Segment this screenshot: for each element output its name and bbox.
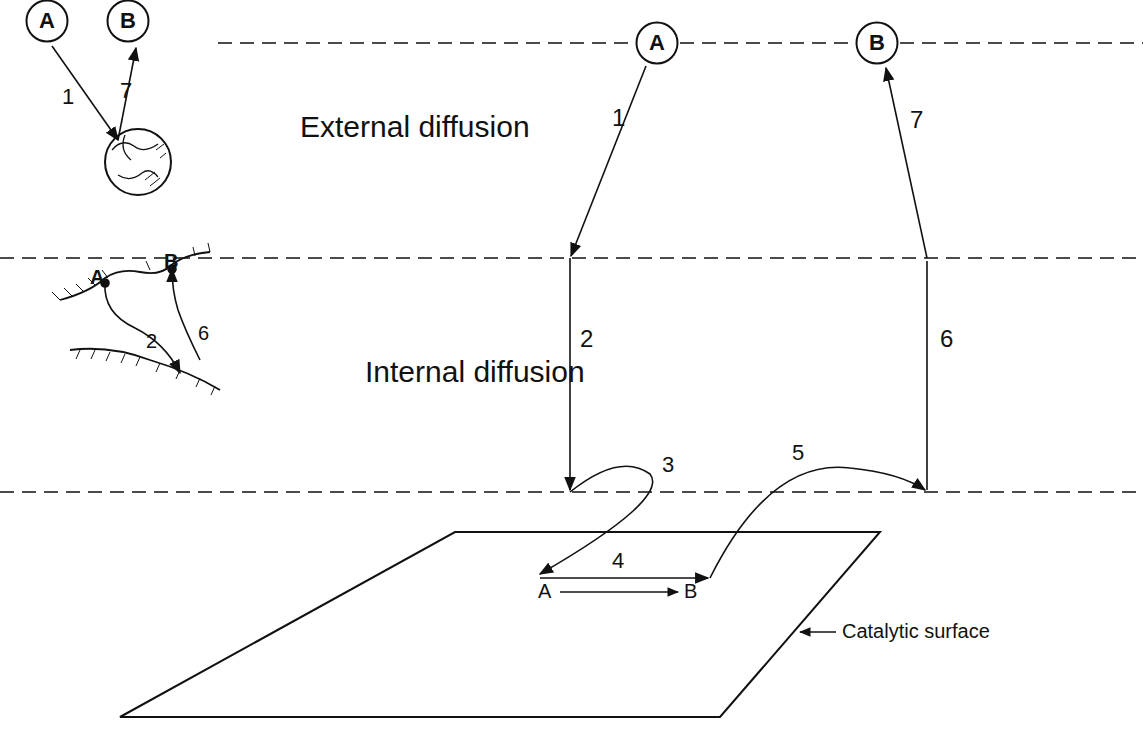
callout-number: 3 [662, 452, 674, 477]
callout-number: 1 [612, 104, 625, 132]
callout-number: 7 [910, 106, 923, 134]
region-label: External diffusion [300, 110, 530, 145]
callout-number: 2 [580, 325, 593, 353]
species-letter: A [538, 580, 551, 603]
species-letter: B [684, 580, 697, 603]
species-letter: A [90, 266, 104, 289]
species-letter: B [120, 8, 136, 34]
species-circle: B [106, 0, 150, 43]
species-circle: A [25, 0, 69, 43]
species-letter: B [869, 30, 885, 56]
callout-number: 2 [146, 330, 157, 353]
surface-label: Catalytic surface [842, 620, 990, 643]
callout-number: 1 [62, 84, 74, 109]
species-circle: A [635, 21, 679, 65]
callout-number: 4 [612, 548, 624, 573]
region-label: Internal diffusion [365, 355, 585, 390]
species-letter: A [649, 30, 665, 56]
callout-number: 6 [940, 325, 953, 353]
callout-number: 6 [198, 322, 209, 345]
species-circle: B [855, 21, 899, 65]
callout-number: 5 [792, 440, 804, 465]
callout-number: 7 [120, 78, 132, 103]
species-letter: A [39, 8, 55, 34]
species-letter: B [164, 250, 178, 273]
